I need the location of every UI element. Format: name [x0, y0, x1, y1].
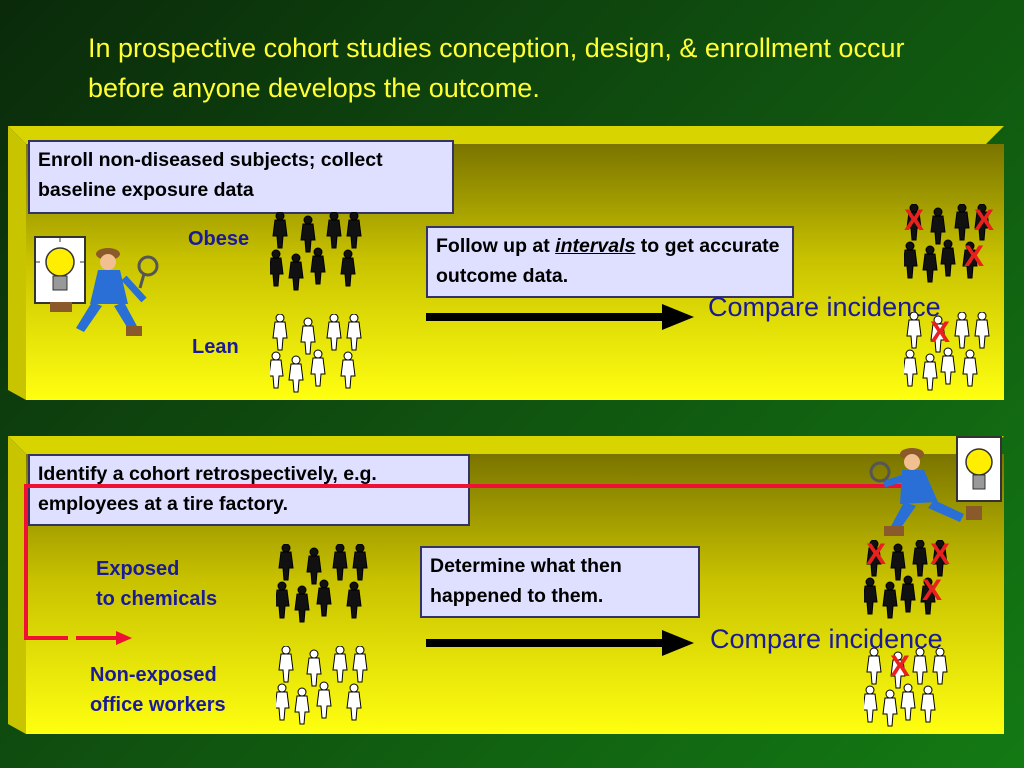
obese-outcome-figures	[904, 204, 990, 283]
determine-box: Determine what then happened to them.	[420, 546, 700, 618]
outcome-x-mark: X	[930, 538, 951, 571]
prospective-panel: Enroll non-diseased subjects; collect ba…	[0, 126, 1024, 402]
outcome-x-mark: X	[922, 574, 943, 607]
outcome-x-mark: X	[930, 316, 951, 349]
lightbulb-icon	[34, 236, 86, 304]
compare-incidence-label: Compare incidence	[710, 624, 943, 654]
outcome-x-mark: X	[964, 240, 985, 273]
obese-group-figures	[270, 212, 362, 291]
retrospective-panel: Identify a cohort retrospectively, e.g. …	[0, 436, 1024, 736]
compare-incidence-label: Compare incidence	[708, 292, 941, 322]
followup-text-prefix: Follow up at	[436, 235, 556, 257]
exposed-line2: to chemicals	[96, 588, 218, 610]
followup-text-suffix: to get accurate outcome data.	[436, 235, 780, 287]
group-label-nonexposed: Non-exposed office workers	[90, 660, 226, 720]
group-label-lean: Lean	[192, 336, 239, 358]
followup-text-emph: intervals	[555, 235, 636, 257]
outcome-x-mark: X	[904, 204, 925, 237]
lean-outcome-figures	[904, 312, 990, 391]
group-label-exposed: Exposed to chemicals	[96, 554, 217, 614]
nonexposed-line2: office workers	[90, 694, 226, 716]
arrow-right-icon	[426, 304, 694, 330]
enroll-box: Enroll non-diseased subjects; collect ba…	[28, 140, 454, 214]
followup-box: Follow up at intervals to get accurate o…	[426, 226, 794, 298]
nonexposed-line1: Non-exposed	[90, 664, 217, 686]
exposed-outcome-figures	[864, 540, 948, 619]
lightbulb-icon	[956, 436, 1002, 502]
outcome-x-mark: X	[866, 538, 887, 571]
identify-box: Identify a cohort retrospectively, e.g. …	[28, 454, 470, 526]
detective-icon	[869, 448, 982, 536]
nonexposed-outcome-figures	[864, 648, 948, 727]
exposed-group-figures	[276, 544, 368, 623]
detective-icon	[50, 248, 159, 336]
red-path-arrow	[24, 484, 910, 645]
nonexposed-group-figures	[276, 646, 368, 725]
outcome-x-mark: X	[890, 650, 911, 683]
arrow-right-icon	[426, 630, 694, 656]
lean-group-figures	[270, 314, 362, 393]
group-label-obese: Obese	[188, 228, 250, 250]
exposed-line1: Exposed	[96, 558, 180, 580]
outcome-x-mark: X	[974, 204, 995, 237]
slide-title: In prospective cohort studies conception…	[88, 33, 905, 103]
